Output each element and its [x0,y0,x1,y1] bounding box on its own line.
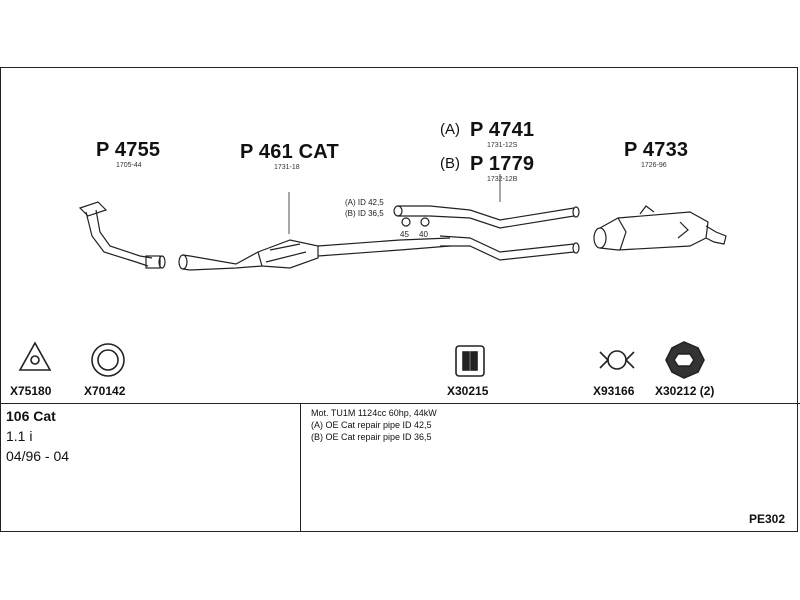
part-number-catalyst: P 461 CAT [240,141,339,163]
vehicle-years: 04/96 - 04 [6,448,70,464]
spec-line-engine: Mot. TU1M 1124cc 60hp, 44kW [311,408,437,418]
part-ref-catalyst: 1731-18 [274,164,300,171]
vehicle-model: 106 Cat [6,408,56,424]
part-ref-downpipe: 1705-44 [116,162,142,169]
variant-label-a: (A) [440,121,460,138]
part-ref-middle-a: 1731-12S [487,142,518,149]
part-number-downpipe: P 4755 [96,139,161,161]
accessory-code-pipe-clamp: X93166 [593,384,635,398]
catalyst-shape [178,192,451,271]
variant-label-b: (B) [440,155,460,172]
section-divider [0,403,800,404]
rear-silencer-shape [593,205,727,251]
accessory-code-rubber-hanger: X30215 [447,384,489,398]
part-number-rear: P 4733 [624,139,689,161]
pipe-id-note-b: (B) ID 36,5 [345,209,384,218]
accessory-code-mounting-rubber: X30212 (2) [655,384,715,398]
pipe-id-note-a: (A) ID 42,5 [345,198,384,207]
pipe-clamp-icon [599,350,635,370]
spec-line-pipe-a: (A) OE Cat repair pipe ID 42,5 [311,420,432,430]
accessory-code-ring-gasket: X70142 [84,384,126,398]
downpipe-shape [78,201,166,269]
vehicle-engine: 1.1 i [6,428,33,444]
part-number-middle-b: P 1779 [470,153,535,175]
dimension-label-45: 45 [400,230,409,239]
ring-gasket-icon [91,343,125,377]
middle-pipe-shape [393,174,580,261]
diagram-frame [0,67,798,532]
spec-line-pipe-b: (B) OE Cat repair pipe ID 36,5 [311,432,432,442]
part-ref-middle-b: 1732-12B [487,176,518,183]
rubber-hanger-icon [455,345,485,377]
triangle-gasket-icon [18,341,52,371]
diagram-code: PE302 [749,512,786,526]
dimension-label-40: 40 [419,230,428,239]
column-divider [300,403,301,532]
part-ref-rear: 1726-96 [641,162,667,169]
mounting-rubber-icon [665,341,705,379]
accessory-code-triangle-gasket: X75180 [10,384,52,398]
part-number-middle-a: P 4741 [470,119,535,141]
